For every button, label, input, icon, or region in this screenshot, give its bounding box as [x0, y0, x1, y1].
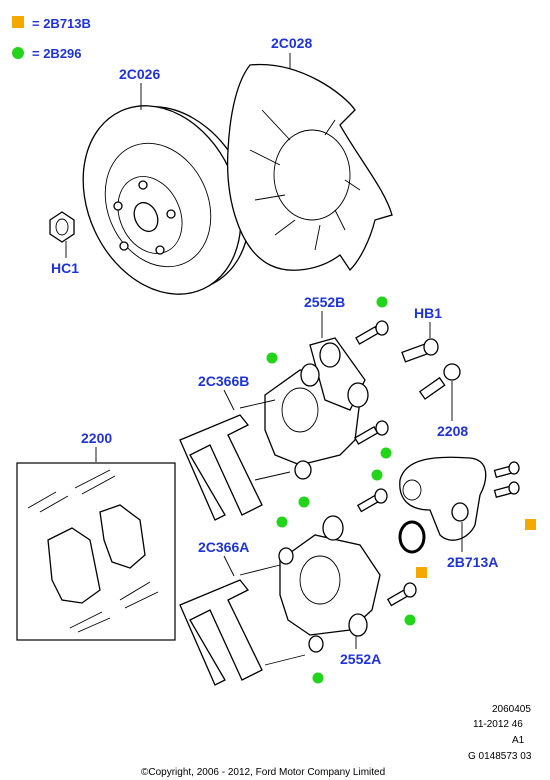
brake-disc — [82, 105, 250, 295]
green-dot — [404, 614, 416, 626]
label-HC1: HC1 — [51, 260, 79, 276]
footer-ref: G 0148573 03 — [468, 751, 532, 762]
footer-rev: A1 — [512, 735, 525, 746]
green-dot — [376, 296, 388, 308]
motor-screws — [493, 461, 520, 498]
dust-shield — [226, 63, 393, 272]
orange-square-markers — [416, 519, 536, 578]
label-2C028: 2C028 — [271, 35, 312, 51]
bolt-caliper-a — [386, 582, 417, 607]
footer-code: 2060405 — [492, 704, 531, 715]
orange-square — [416, 567, 427, 578]
bracket-a — [179, 564, 306, 686]
green-dot — [371, 469, 383, 481]
green-dot — [276, 516, 288, 528]
legend-square-text: = 2B713B — [32, 16, 91, 31]
bolt-hb1 — [401, 338, 439, 363]
label-2552B: 2552B — [304, 294, 345, 310]
footer-date: 11-2012 46 — [473, 719, 523, 730]
footer: 2060405 11-2012 46 A1 G 0148573 03 ©Copy… — [141, 704, 532, 778]
bolt-lower — [356, 488, 388, 513]
label-HB1: HB1 — [414, 305, 442, 321]
label-2C366B: 2C366B — [198, 373, 249, 389]
label-2B713A: 2B713A — [447, 554, 498, 570]
label-2200: 2200 — [81, 430, 112, 446]
label-2208: 2208 — [437, 423, 468, 439]
caliper-b — [264, 337, 369, 480]
bolt-upper — [355, 320, 389, 345]
legend-dot-marker — [12, 47, 24, 59]
green-dot-markers — [266, 296, 416, 684]
bolt-middle — [354, 420, 389, 445]
brake-pads — [27, 469, 159, 633]
green-dot — [380, 447, 392, 459]
green-dot — [312, 672, 324, 684]
o-ring — [398, 520, 426, 554]
motor-part — [399, 456, 487, 541]
caliper-a — [278, 515, 381, 653]
footer-copyright: ©Copyright, 2006 - 2012, Ford Motor Comp… — [141, 767, 385, 778]
label-2C026: 2C026 — [119, 66, 160, 82]
legend-dot-text: = 2B296 — [32, 46, 82, 61]
green-dot — [266, 352, 278, 364]
sensor-part — [418, 363, 461, 400]
legend: = 2B713B = 2B296 — [12, 16, 91, 61]
nut-part — [49, 211, 75, 243]
label-2552A: 2552A — [340, 651, 381, 667]
legend-square-marker — [12, 16, 24, 28]
label-2C366A: 2C366A — [198, 539, 249, 555]
pads-kit-box — [16, 462, 176, 641]
green-dot — [298, 496, 310, 508]
orange-square — [525, 519, 536, 530]
bracket-b — [179, 399, 291, 521]
